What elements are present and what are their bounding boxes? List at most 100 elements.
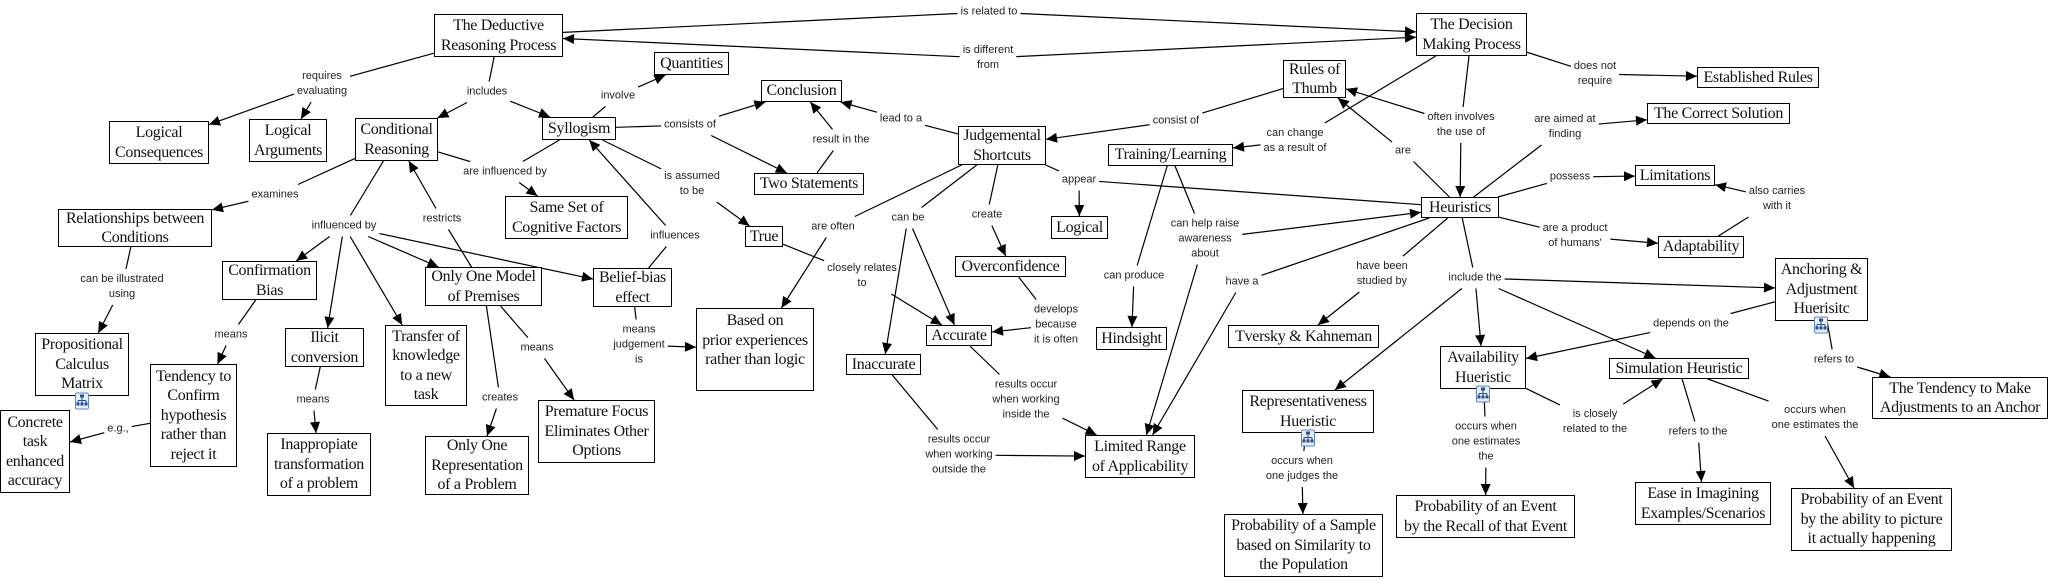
link-creates[interactable]: creates [481,391,519,404]
concept-simulation-heuristic[interactable]: Simulation Heuristic [1609,358,1749,379]
link-depends-on-the[interactable]: depends on the [1653,317,1729,330]
concept-probability-by-recall[interactable]: Probability of an Event by the Recall of… [1396,495,1575,538]
concept-probability-of-a-sample[interactable]: Probability of a Sample based on Similar… [1224,514,1383,577]
concept-tendency-to-make-adjustments[interactable]: The Tendency to Make Adjustments to an A… [1872,377,2048,419]
concept-judgemental-shortcuts[interactable]: Judgemental Shortcuts [958,126,1046,165]
link-restricts[interactable]: restricts [422,212,462,225]
link-also-carries-with-it[interactable]: also carries with it [1748,185,1806,212]
link-consists-of[interactable]: consists of [664,118,716,131]
link-closely-relates-to[interactable]: closely relates to [827,262,897,289]
concept-limitations[interactable]: Limitations [1635,165,1715,186]
concept-availability-heuristic[interactable]: Availability Hueristic [1440,346,1526,389]
link-consist-of[interactable]: consist of [1152,114,1200,127]
concept-probability-by-ability-to-picture[interactable]: Probability of an Event by the ability t… [1791,488,1952,551]
link-means[interactable]: means [296,393,330,406]
concept-accurate[interactable]: Accurate [926,325,992,346]
link-are-aimed-at-finding[interactable]: are aimed at finding [1534,113,1596,140]
link-means-judgement-is[interactable]: means judgement is [613,323,665,366]
concept-propositional-calculus-matrix[interactable]: Propositional Calculus Matrix [35,333,129,396]
concept-representativeness-heuristic[interactable]: Representativeness Hueristic [1242,390,1374,433]
link-have-been-studied-by[interactable]: have been studied by [1356,260,1408,287]
link-is-closely-related-to-the[interactable]: is closely related to the [1562,408,1628,435]
link-result-in-the[interactable]: result in the [812,133,870,146]
link-examines[interactable]: examines [251,188,299,201]
link-results-occur-inside[interactable]: results occur when working inside the [992,378,1060,421]
concept-based-on-prior-experiences[interactable]: Based on prior experiences rather than l… [696,308,814,391]
concept-premature-focus[interactable]: Premature Focus Eliminates Other Options [538,400,655,463]
concept-syllogism[interactable]: Syllogism [542,117,616,140]
link-refers-to[interactable]: refers to [1813,353,1855,366]
concept-hindsight[interactable]: Hindsight [1096,327,1167,350]
link-develops-because-it-is-often[interactable]: develops because it is often [1033,303,1079,346]
link-create[interactable]: create [971,208,1003,221]
concept-overconfidence[interactable]: Overconfidence [955,256,1066,277]
link-involve[interactable]: involve [600,89,636,102]
concept-correct-solution[interactable]: The Correct Solution [1647,103,1790,124]
link-appear[interactable]: appear [1061,173,1097,186]
link-can-be-illustrated-using[interactable]: can be illustrated using [80,273,164,300]
concept-belief-bias-effect[interactable]: Belief-bias effect [593,268,672,307]
concept-only-one-model-of-premises[interactable]: Only One Model of Premises [425,267,542,306]
link-does-not-require[interactable]: does not require [1573,60,1617,87]
concept-only-one-representation[interactable]: Only One Representation of a Problem [425,436,529,495]
link-is-assumed-to-be[interactable]: is assumed to be [664,170,720,197]
link-can-produce[interactable]: can produce [1103,269,1165,282]
concept-relationships-between-conditions[interactable]: Relationships between Conditions [58,209,212,247]
link-is-related-to[interactable]: is related to [960,5,1018,18]
submap-icon[interactable] [1301,429,1315,447]
link-lead-to-a[interactable]: lead to a [879,112,923,125]
link-can-help-raise-awareness[interactable]: can help raise awareness about [1170,217,1240,260]
link-occurs-when-one-estimates[interactable]: occurs when one estimates the [1451,420,1521,463]
concept-inappropiate-transformation[interactable]: Inappropiate transformation of a problem [267,433,371,496]
concept-conclusion[interactable]: Conclusion [761,80,842,102]
link-are-influenced-by[interactable]: are influenced by [463,165,547,178]
concept-transfer-of-knowledge[interactable]: Transfer of knowledge to a new task [385,325,467,406]
concept-heuristics[interactable]: Heuristics [1421,197,1499,218]
link-are[interactable]: are [1395,144,1411,157]
concept-tversky-kahneman[interactable]: Tversky & Kahneman [1228,325,1379,348]
concept-quantities[interactable]: Quantities [654,52,729,75]
concept-two-statements[interactable]: Two Statements [754,173,864,195]
concept-concrete-task-enhanced-accuracy[interactable]: Concrete task enhanced accuracy [0,410,70,493]
concept-adaptability[interactable]: Adaptability [1658,236,1744,258]
concept-rules-of-thumb[interactable]: Rules of Thumb [1283,60,1346,98]
link-results-occur-outside[interactable]: results occur when working outside the [925,433,993,476]
link-eg[interactable]: e.g., [107,422,129,435]
concept-limited-range-of-applicability[interactable]: Limited Range of Applicability [1085,435,1195,478]
link-means[interactable]: means [214,328,248,341]
submap-icon[interactable] [1476,385,1490,403]
link-are-a-product-of-humans[interactable]: are a product of humans' [1542,222,1608,249]
concept-same-set-of-cognitive-factors[interactable]: Same Set of Cognitive Factors [505,196,628,239]
link-requires-evaluating[interactable]: requires evaluating [296,70,348,97]
link-influenced-by[interactable]: influenced by [311,219,377,232]
link-occurs-when-one-estimates[interactable]: occurs when one estimates the [1771,404,1859,431]
link-are-often[interactable]: are often [811,220,855,233]
link-have-a[interactable]: have a [1225,275,1259,288]
submap-icon[interactable] [1814,316,1828,334]
concept-training-learning[interactable]: Training/Learning [1108,144,1233,166]
submap-icon[interactable] [75,392,89,410]
concept-ease-in-imagining[interactable]: Ease in Imagining Examples/Scenarios [1635,482,1771,525]
link-is-different-from[interactable]: is different from [962,44,1014,71]
concept-logical[interactable]: Logical [1051,216,1108,239]
concept-conditional-reasoning[interactable]: Conditional Reasoning [355,118,438,161]
concept-ilicit-conversion[interactable]: Ilicit conversion [285,328,364,367]
concept-deductive-reasoning-process[interactable]: The Deductive Reasoning Process [434,14,563,57]
link-occurs-when-one-judges[interactable]: occurs when one judges the [1265,455,1339,482]
link-often-involves-the-use-of[interactable]: often involves the use of [1427,111,1495,138]
link-includes[interactable]: includes [466,85,508,98]
concept-decision-making-process[interactable]: The Decision Making Process [1416,13,1527,56]
link-refers-to-the[interactable]: refers to the [1668,425,1728,438]
concept-tendency-to-confirm-hypothesis[interactable]: Tendency to Confirm hypothesis rather th… [150,364,237,467]
link-can-be[interactable]: can be [891,211,925,224]
concept-established-rules[interactable]: Established Rules [1697,67,1819,88]
link-include-the[interactable]: include the [1448,271,1502,284]
concept-logical-consequences[interactable]: Logical Consequences [109,121,209,164]
link-can-change-as-a-result-of[interactable]: can change as a result of [1263,127,1327,154]
link-means[interactable]: means [520,341,554,354]
concept-confirmation-bias[interactable]: Confirmation Bias [222,261,317,300]
concept-inaccurate[interactable]: Inaccurate [846,354,921,375]
link-possess[interactable]: possess [1549,170,1591,183]
concept-logical-arguments[interactable]: Logical Arguments [249,119,327,162]
link-influences[interactable]: influences [650,229,700,242]
